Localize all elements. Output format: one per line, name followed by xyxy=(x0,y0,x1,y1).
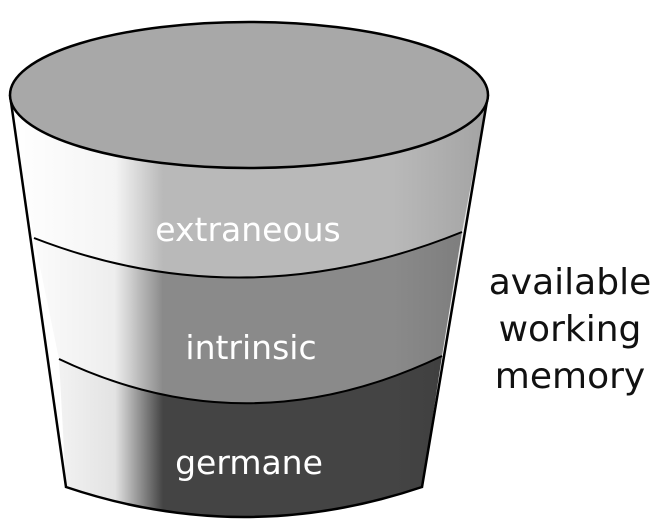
divider-intrinsic-germane xyxy=(58,355,443,405)
side-label-line-2: working xyxy=(499,309,642,350)
layer-label-germane: germane xyxy=(175,443,323,482)
bucket-outline xyxy=(8,94,490,519)
side-label-line-1: available xyxy=(489,262,652,303)
layer-label-extraneous: extraneous xyxy=(155,210,341,249)
layer-label-intrinsic: intrinsic xyxy=(185,328,316,367)
divider-extraneous-intrinsic xyxy=(33,231,463,279)
bucket-top-surface xyxy=(8,20,490,170)
body-right-shade xyxy=(10,95,488,517)
side-label-line-3: memory xyxy=(495,356,645,397)
